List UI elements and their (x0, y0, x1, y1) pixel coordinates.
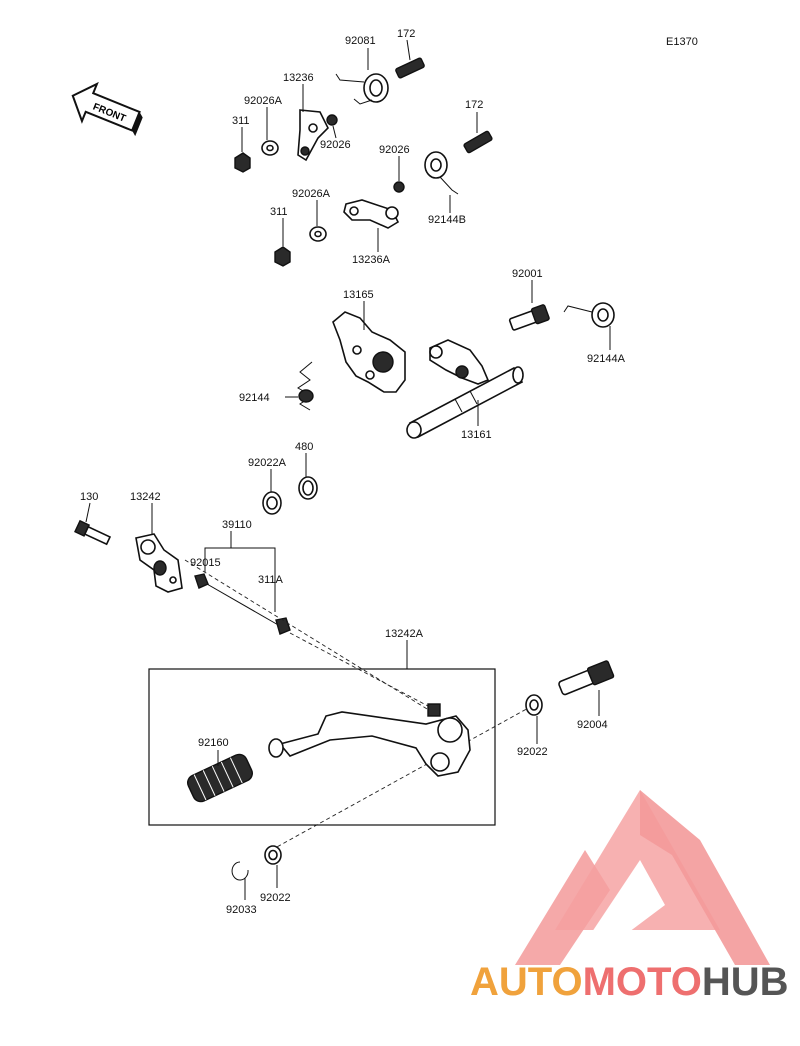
part-130-bolt (74, 519, 112, 546)
part-92081-spring (335, 73, 389, 105)
label-13236A: 13236A (352, 254, 391, 266)
front-arrow-icon: FRONT (71, 81, 143, 137)
part-92144B-spring (424, 151, 459, 195)
part-92001-bolt (508, 304, 550, 331)
label-172-b: 172 (465, 99, 483, 111)
label-92022-a: 92022 (517, 746, 548, 758)
part-13242A-shift-pedal (268, 703, 471, 777)
label-92001: 92001 (512, 268, 543, 280)
label-92081: 92081 (345, 35, 376, 47)
label-480: 480 (295, 441, 313, 453)
label-39110: 39110 (222, 519, 252, 531)
label-13242A: 13242A (385, 628, 424, 640)
diagram-code: E1370 (666, 36, 698, 48)
part-39110-rod (194, 573, 291, 635)
assembly-box-13242A (148, 668, 496, 826)
watermark-text: AUTOMOTOHUB (470, 960, 789, 1004)
label-92026A-a: 92026A (244, 95, 283, 107)
label-92015: 92015 (190, 557, 221, 569)
label-92022A: 92022A (248, 457, 287, 469)
part-311-nut (234, 152, 251, 173)
label-92144: 92144 (239, 392, 270, 404)
part-92033-circlip (231, 861, 249, 881)
label-311-a: 311 (232, 115, 250, 127)
watermark-moto: MOTO (583, 960, 702, 1004)
label-92022-b: 92022 (260, 892, 291, 904)
label-92160: 92160 (198, 737, 229, 749)
part-13242-joint (135, 533, 183, 593)
label-13242: 13242 (130, 491, 161, 503)
label-92004: 92004 (577, 719, 608, 731)
label-92026A-b: 92026A (292, 188, 331, 200)
label-13161: 13161 (461, 429, 492, 441)
label-92144A: 92144A (587, 353, 626, 365)
label-92144B: 92144B (428, 214, 466, 226)
part-92144A-spring (563, 302, 615, 328)
watermark-hub: HUB (702, 960, 789, 1004)
part-13236-plate (297, 109, 329, 162)
part-172-pin (395, 57, 425, 79)
part-13161-shaft (406, 339, 524, 439)
part-92026-washer (326, 114, 338, 126)
part-92144-spring (297, 361, 314, 411)
label-172-a: 172 (397, 28, 415, 40)
part-92026-washer-b (393, 181, 405, 193)
part-480-ring (298, 476, 318, 500)
label-311-b: 311 (270, 206, 288, 218)
label-13236: 13236 (283, 72, 314, 84)
label-311A: 311A (258, 574, 284, 586)
part-92160-rubber (187, 753, 253, 803)
part-13165-plate (332, 311, 406, 393)
part-92004-stud (558, 660, 615, 696)
label-92026-a: 92026 (320, 139, 351, 151)
watermark-logo (515, 790, 770, 965)
label-92026-b: 92026 (379, 144, 410, 156)
label-92033: 92033 (226, 904, 257, 916)
label-13165: 13165 (343, 289, 374, 301)
part-172-pin-b (463, 130, 493, 154)
part-13236A-plate (343, 199, 400, 229)
watermark-auto: AUTO (470, 960, 583, 1004)
label-130: 130 (80, 491, 98, 503)
part-311-nut-b (274, 246, 291, 267)
